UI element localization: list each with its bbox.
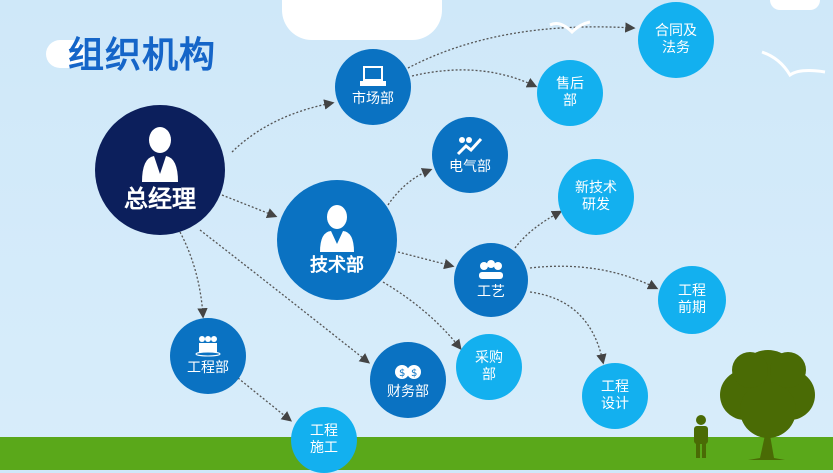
node-label: 售后 部 bbox=[556, 76, 584, 109]
node-label: 财务部 bbox=[387, 384, 429, 401]
arrow-market-aftersales bbox=[411, 69, 538, 88]
arrow-process-design bbox=[529, 291, 607, 365]
page-title: 组织机构 bbox=[68, 35, 217, 76]
node-purchasing[interactable]: 采购 部 bbox=[456, 334, 522, 400]
node-market[interactable]: 市场部 bbox=[335, 49, 411, 125]
cloud bbox=[770, 0, 820, 10]
node-tech[interactable]: 技术部 bbox=[277, 180, 397, 300]
laptop-icon bbox=[360, 66, 386, 87]
bird-icon bbox=[549, 20, 826, 78]
node-label: 技术部 bbox=[310, 254, 364, 276]
node-preproject[interactable]: 工程 前期 bbox=[658, 266, 726, 334]
team-icon bbox=[479, 260, 503, 280]
arrow-gm-engineering bbox=[179, 231, 208, 319]
node-process[interactable]: 工艺 bbox=[454, 243, 528, 317]
node-label: 工程 前期 bbox=[678, 283, 706, 316]
svg-text:$: $ bbox=[411, 368, 417, 379]
node-rnd[interactable]: 新技术 研发 bbox=[558, 159, 634, 235]
arrow-tech-electrical bbox=[387, 168, 433, 206]
node-aftersales[interactable]: 售后 部 bbox=[537, 60, 603, 126]
node-label: 工程部 bbox=[187, 360, 229, 377]
svg-text:$: $ bbox=[399, 368, 405, 379]
ground bbox=[0, 437, 833, 470]
money-bags-icon: $$ bbox=[395, 365, 421, 380]
person-icon bbox=[320, 204, 354, 252]
growth-team-icon bbox=[456, 137, 483, 156]
arrow-tech-process bbox=[397, 251, 455, 270]
node-engineering[interactable]: 工程部 bbox=[170, 318, 246, 394]
tree-with-person-illustration bbox=[694, 350, 815, 460]
manager-icon bbox=[142, 127, 178, 183]
node-general-manager[interactable]: 总经理 bbox=[95, 105, 225, 235]
arrow-gm-market bbox=[231, 99, 335, 153]
arrow-market-legal bbox=[407, 22, 636, 69]
node-construction[interactable]: 工程 施工 bbox=[291, 407, 357, 473]
node-label: 合同及 法务 bbox=[655, 23, 697, 56]
arrow-gm-tech bbox=[221, 194, 278, 218]
arrow-process-preproject bbox=[529, 265, 659, 290]
arrow-gm-finance bbox=[199, 229, 371, 364]
node-label: 总经理 bbox=[124, 185, 196, 214]
node-design[interactable]: 工程 设计 bbox=[582, 363, 648, 429]
node-legal[interactable]: 合同及 法务 bbox=[638, 2, 714, 78]
cloud bbox=[282, 0, 442, 40]
arrow-tech-purchasing bbox=[382, 281, 462, 351]
node-electrical[interactable]: 电气部 bbox=[432, 117, 508, 193]
node-label: 采购 部 bbox=[475, 350, 503, 383]
arrow-process-rnd bbox=[514, 210, 563, 249]
node-label: 电气部 bbox=[449, 159, 491, 176]
arrow-engineering-construction bbox=[237, 377, 293, 422]
group-icon bbox=[195, 336, 221, 357]
node-label: 新技术 研发 bbox=[575, 180, 617, 213]
node-finance[interactable]: $$ 财务部 bbox=[370, 342, 446, 418]
node-label: 工艺 bbox=[477, 284, 505, 301]
node-label: 市场部 bbox=[352, 91, 394, 108]
cloud bbox=[46, 40, 86, 68]
node-label: 工程 施工 bbox=[310, 423, 338, 456]
node-label: 工程 设计 bbox=[601, 379, 629, 412]
